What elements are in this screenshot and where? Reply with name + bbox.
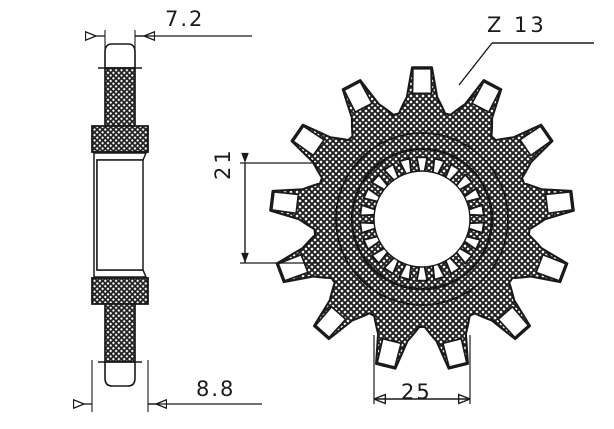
hub-boss-circle [335,132,509,306]
sprocket-face-view [269,66,575,370]
tooth-tip-relief [343,80,373,114]
section-hub-barrel [92,151,148,279]
tooth-tip-relief [519,125,552,157]
tooth-tip-relief [376,337,403,368]
tooth-tip-relief [277,253,309,282]
leader-line-z13 [458,42,594,86]
tooth-tip-relief [535,253,567,282]
dimension-label-8-8: 8.8 [196,377,236,401]
section-lower-flange [91,277,149,305]
center-bore [373,170,471,268]
tooth-tip-relief [441,337,468,368]
section-upper-web [104,67,136,127]
tooth-tip-relief [314,305,347,339]
tooth-tip-relief [411,67,433,95]
spline-outer-ring [350,147,494,291]
tooth-tip-relief [544,191,574,215]
section-lower-web [104,303,136,363]
tooth-tip-relief [292,125,325,157]
dimension-8-8 [84,360,262,412]
dimension-25 [374,335,470,404]
dimension-label-21: 21 [211,147,235,180]
tooth-tip-relief [270,191,300,215]
dimension-21 [240,152,320,264]
tooth-tip-relief [471,80,501,114]
dimension-label-7-2: 7.2 [165,7,205,31]
section-upper-flange [91,125,149,153]
dimension-label-25: 25 [401,380,432,404]
tooth-tip-relief [497,305,530,339]
tooth-count-label: Z 13 [487,13,547,37]
section-view [91,43,149,387]
dimension-7-2 [96,30,252,70]
section-lower-tooth [98,361,142,387]
